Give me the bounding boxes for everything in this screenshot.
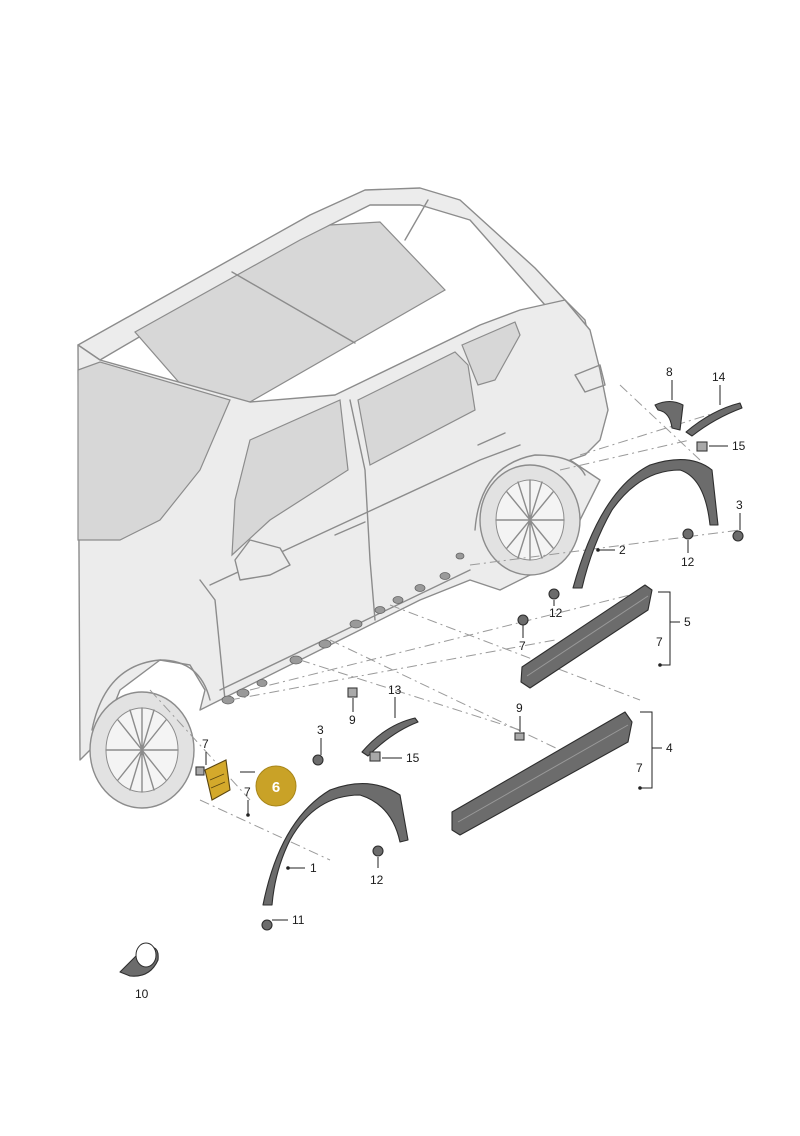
callout-12a: 12 (370, 873, 384, 887)
wheel-arch-trim-front (572, 459, 719, 589)
front-side-window (357, 351, 476, 466)
headlight (574, 364, 606, 393)
front-wheel-arch (474, 454, 586, 531)
callout-4: 4 (666, 741, 673, 755)
callout-7a: 7 (202, 737, 209, 751)
clip-15b (696, 441, 708, 452)
rear-wheel-arch (91, 659, 211, 731)
callout-15a: 15 (406, 751, 420, 765)
callout-13: 13 (388, 683, 402, 697)
screw-12b (548, 588, 560, 600)
callout-7e: 7 (636, 761, 643, 775)
callout-7d: 7 (656, 635, 663, 649)
quarter-window (461, 321, 521, 386)
callout-1: 1 (310, 861, 317, 875)
rear-door-seam (199, 579, 226, 701)
highlight-badge[interactable]: 6 (255, 765, 297, 807)
callout-15b: 15 (732, 439, 746, 453)
assembly-guide-lines (149, 384, 741, 861)
screw-3b (732, 530, 744, 542)
callout-9b: 9 (516, 701, 523, 715)
rear-door-handle (334, 521, 366, 536)
clip-15a (369, 751, 381, 762)
clip-9a (347, 687, 358, 698)
callout-8: 8 (666, 365, 673, 379)
callout-5: 5 (684, 615, 691, 629)
callout-10: 10 (135, 987, 149, 1001)
rear-wheel (89, 691, 195, 809)
door-belt-line (209, 444, 521, 586)
roof-antenna (404, 199, 429, 241)
callout-labels: 1 2 3 3 4 5 7 7 7 7 7 8 9 9 10 11 12 12 … (135, 365, 746, 1001)
callout-3b: 3 (736, 498, 743, 512)
adhesive-tape-roll (119, 942, 159, 977)
clip-9b (514, 732, 525, 741)
wheel-arch-trim-rear (262, 783, 409, 906)
highlight-circle[interactable] (255, 765, 297, 807)
front-door-handle (477, 432, 506, 446)
front-wheel (479, 464, 581, 576)
rear-side-window (231, 399, 349, 557)
callout-7b: 7 (244, 785, 251, 799)
screw-12a (372, 845, 384, 857)
bracket-part-6 (204, 759, 231, 801)
callout-3a: 3 (317, 723, 324, 737)
arch-end-piece (654, 400, 684, 431)
b-pillar-seam (349, 399, 376, 621)
screw-12d (682, 528, 694, 540)
moulding-strip-13 (361, 717, 419, 757)
sunroof-divider (231, 271, 356, 344)
callout-9a: 9 (349, 713, 356, 727)
vehicle-illustration (77, 187, 609, 809)
callout-11: 11 (292, 913, 305, 927)
leader-lines (205, 380, 741, 921)
screw-12c (517, 614, 529, 626)
moulding-strip-14 (685, 402, 743, 437)
screw-11 (261, 919, 273, 931)
parts (119, 400, 744, 977)
callout-12b: 12 (549, 606, 563, 620)
callout-12d: 12 (681, 555, 695, 569)
highlight-label[interactable]: 6 (272, 779, 280, 796)
sill-clip-holes (221, 552, 465, 705)
fasteners (195, 441, 744, 931)
side-mirror (234, 539, 291, 581)
callout-14: 14 (712, 370, 726, 384)
rear-window (77, 361, 231, 541)
screw-3a (312, 754, 324, 766)
callout-7c: 7 (519, 639, 526, 653)
rocker-line (219, 569, 471, 691)
clip-7a (195, 766, 205, 776)
callout-2: 2 (619, 543, 626, 557)
